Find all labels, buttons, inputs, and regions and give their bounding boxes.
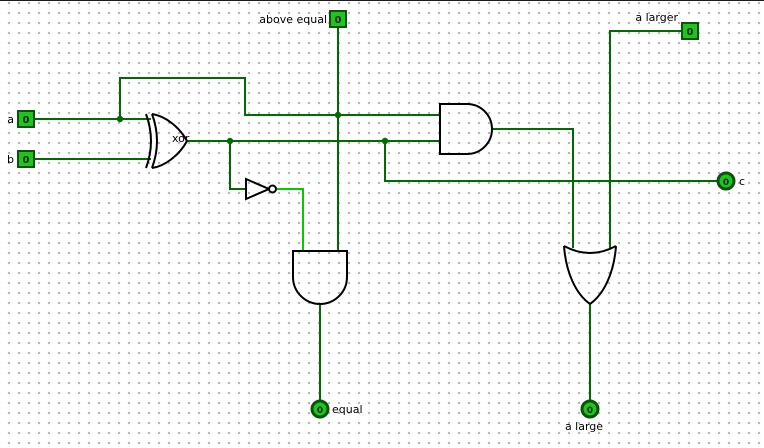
not-gate-bubble [268,184,277,194]
pin-a-larger[interactable]: 0 [681,22,699,40]
pin-a-larger-value: 0 [687,27,694,38]
output-pin-a-large-body [580,399,600,419]
label-equal: equal [332,403,363,416]
output-pin-equal[interactable]: 0 [310,399,330,419]
output-pin-c[interactable]: 0 [716,171,736,191]
label-c: c [739,175,745,188]
or-gate-left-curve [563,245,591,305]
xor-gate-top-curve [151,113,188,142]
wire-a-to-and-top[interactable] [119,77,440,119]
wire-junction-dot [226,137,234,145]
and-gate-bottom-body [292,250,348,305]
pin-a-larger-body [681,22,699,40]
label-above-equal: above equal [259,13,327,26]
pin-above-equal-value: 0 [335,15,342,26]
input-pin-b-value: 0 [23,155,30,166]
output-pin-c-value: 0 [723,178,729,188]
input-pin-a[interactable]: 0 [17,110,35,128]
pin-above-equal-body [329,10,347,28]
label-a-larger: a larger [635,11,678,24]
and-gate-bottom[interactable] [292,250,348,305]
wire-branch-to-c[interactable] [384,141,717,182]
output-pin-equal-value: 0 [317,406,323,416]
output-pin-a-large[interactable]: 0 [580,399,600,419]
not-gate-triangle [245,177,272,201]
or-gate-right-curve [589,245,617,305]
xor-gate-back-arc [145,113,152,169]
and-gate-top-body [439,103,493,155]
output-pin-a-large-value: 0 [587,406,593,416]
output-pin-c-body [716,171,736,191]
wires [34,27,717,401]
or-gate[interactable] [563,245,617,305]
xor-gate[interactable]: xor [145,113,190,169]
xor-gate-bottom-curve [151,140,188,169]
and-gate-top[interactable] [439,103,493,155]
input-pin-a-body [17,110,35,128]
wire-branch-to-not[interactable] [229,141,246,190]
wire-junction-dot [116,115,124,123]
wire-a-larger-to-or[interactable] [609,30,682,248]
output-pin-equal-body [310,399,330,419]
not-gate[interactable] [245,177,277,201]
label-a-large: a large [565,420,603,433]
xor-gate-label: xor [172,132,190,145]
wire-and-out-to-or[interactable] [492,128,574,248]
xor-gate-left-arc [151,113,158,169]
or-gate-top-arc [563,245,617,254]
wire-not-out[interactable] [277,188,304,251]
input-pin-b-body [17,150,35,168]
wire-junction-dot [381,137,389,145]
wire-junction-dot [334,111,342,119]
input-pin-a-value: 0 [23,115,30,126]
pin-above-equal[interactable]: 0 [329,10,347,28]
label-b: b [7,153,14,166]
input-pin-b[interactable]: 0 [17,150,35,168]
label-a: a [7,113,14,126]
